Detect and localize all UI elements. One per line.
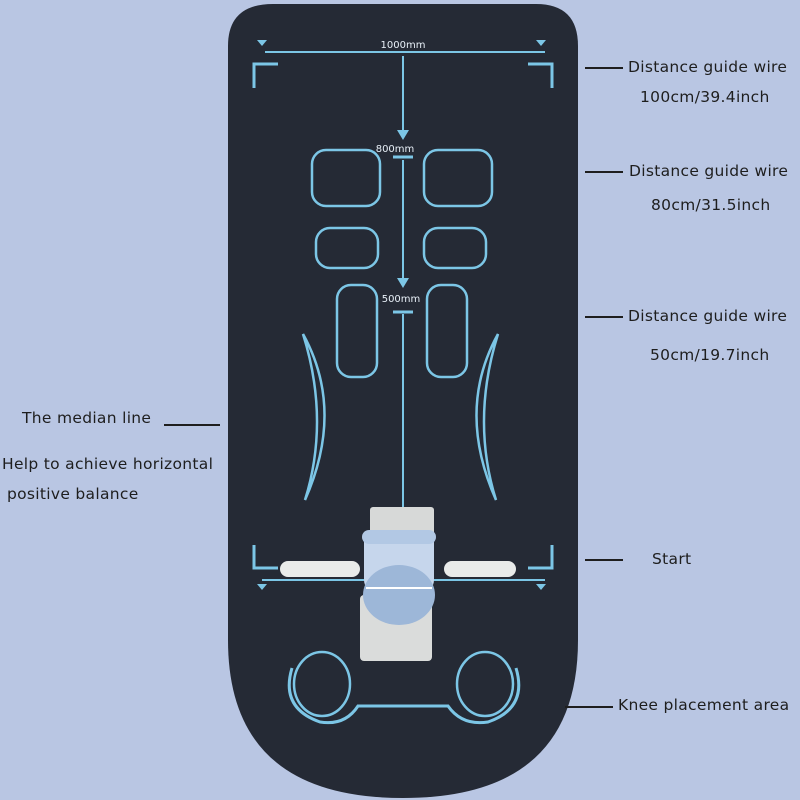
- leader-knee: [565, 706, 613, 708]
- hand-outline-lower-left-icon: [335, 283, 379, 379]
- start-label: Start: [652, 550, 692, 568]
- distance-guide-100-title: Distance guide wire: [628, 58, 788, 76]
- leader-distance-80: [585, 171, 623, 173]
- leader-start: [585, 559, 623, 561]
- left-curve-guide-icon: [301, 333, 326, 501]
- label-1000mm: 1000mm: [381, 40, 426, 51]
- left-knee-pad-icon: [292, 650, 352, 718]
- distance-guide-50-value: 50cm/19.7inch: [650, 346, 770, 364]
- bottom-left-triangle-marker: [257, 584, 267, 590]
- right-knee-pad-icon: [455, 650, 515, 718]
- leader-distance-50: [585, 316, 623, 318]
- distance-guide-80-value: 80cm/31.5inch: [651, 196, 771, 214]
- bottom-right-corner-bracket-icon: [528, 545, 554, 570]
- distance-guide-50-title: Distance guide wire: [628, 307, 788, 325]
- balance-label-line1: Help to achieve horizontal: [2, 455, 214, 473]
- leader-median-line: [164, 424, 220, 426]
- bottom-left-corner-bracket-icon: [252, 545, 278, 570]
- knee-placement-outline-icon: [287, 667, 521, 725]
- hand-outline-middle-left-icon: [314, 226, 380, 270]
- hand-outline-upper-right-icon: [422, 148, 494, 208]
- leader-distance-100: [585, 67, 623, 69]
- top-right-corner-bracket-icon: [528, 62, 554, 88]
- right-curve-guide-icon: [475, 333, 500, 501]
- median-line-label: The median line: [22, 409, 152, 427]
- balance-label-line2: positive balance: [7, 485, 139, 503]
- distance-guide-100-value: 100cm/39.4inch: [640, 88, 770, 106]
- hand-outline-upper-left-icon: [310, 148, 382, 208]
- top-right-triangle-marker: [536, 40, 546, 46]
- knee-placement-label: Knee placement area: [618, 696, 790, 714]
- top-left-corner-bracket-icon: [252, 62, 278, 88]
- hand-outline-lower-right-icon: [425, 283, 469, 379]
- distance-guide-80-title: Distance guide wire: [629, 162, 789, 180]
- ab-roller-wheel-icon: [280, 507, 516, 661]
- bottom-right-triangle-marker: [536, 584, 546, 590]
- label-800mm: 800mm: [376, 144, 415, 155]
- hand-outline-middle-right-icon: [422, 226, 488, 270]
- top-left-triangle-marker: [257, 40, 267, 46]
- label-500mm: 500mm: [382, 294, 421, 305]
